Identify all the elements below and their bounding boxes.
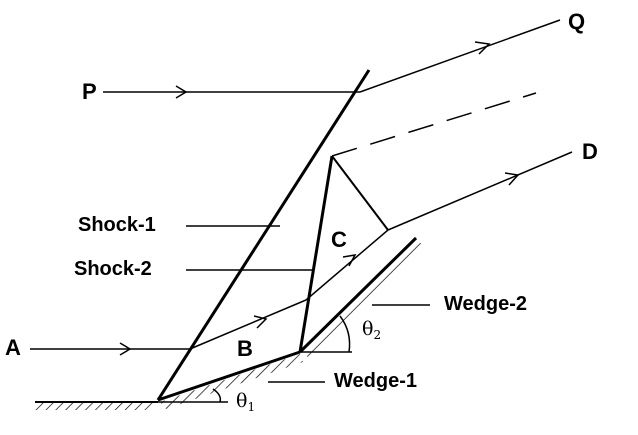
label-wedge-2: Wedge-2 bbox=[444, 293, 527, 315]
label-a: A bbox=[5, 335, 21, 360]
arrow-d-icon bbox=[504, 172, 520, 186]
theta1-arc bbox=[212, 388, 222, 403]
label-wedge-1: Wedge-1 bbox=[334, 370, 417, 392]
label-d: D bbox=[582, 139, 598, 164]
shock-1-line bbox=[156, 69, 371, 401]
wedge-1-hatch bbox=[160, 354, 303, 409]
label-c: C bbox=[331, 227, 347, 252]
label-q: Q bbox=[568, 9, 586, 34]
reflected-wave-line bbox=[331, 155, 389, 231]
theta2-arc bbox=[339, 315, 351, 353]
label-theta-1: θ1 bbox=[236, 390, 256, 414]
label-shock-1: Shock-1 bbox=[78, 214, 156, 236]
streamline-b bbox=[189, 299, 307, 350]
streamline-q bbox=[359, 19, 561, 93]
slip-line bbox=[331, 92, 537, 157]
streamline-c bbox=[305, 229, 389, 301]
wedge-1-surface bbox=[157, 350, 301, 402]
ground-hatch bbox=[35, 402, 158, 410]
label-shock-2: Shock-2 bbox=[74, 258, 152, 280]
arrow-c-icon bbox=[342, 254, 357, 267]
shock-2-line bbox=[298, 155, 334, 353]
arrow-q-icon bbox=[474, 41, 491, 55]
wedge-2-surface bbox=[298, 236, 418, 354]
arrow-a-icon bbox=[119, 342, 132, 356]
streamline-d bbox=[387, 151, 573, 231]
label-b: B bbox=[237, 336, 253, 361]
label-theta-2: θ2 bbox=[362, 318, 382, 342]
arrow-b-icon bbox=[253, 315, 268, 329]
label-p: P bbox=[82, 79, 97, 104]
wedge-2-hatch bbox=[302, 241, 424, 358]
arrow-p-icon bbox=[175, 85, 188, 99]
